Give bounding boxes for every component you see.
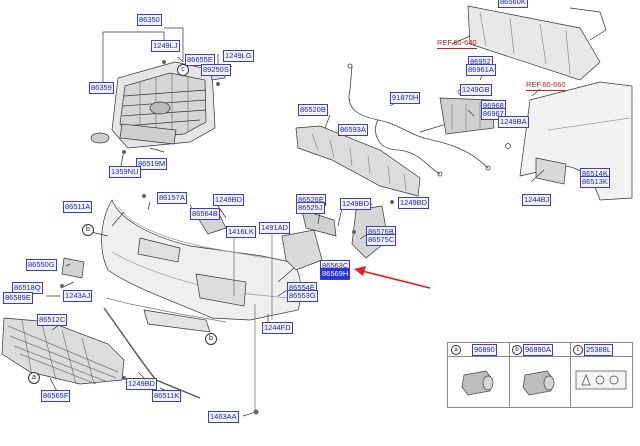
part-label-1249lj[interactable]: 1249LJ: [151, 40, 180, 52]
part-label-86593a[interactable]: 86593A: [338, 124, 368, 136]
legend-header-c: c 25388L: [570, 343, 632, 357]
part-label-1249bd-right[interactable]: 1249BD: [398, 197, 430, 209]
legend-header-b: b 96890A: [509, 343, 570, 357]
part-label-86565f[interactable]: 86565F: [41, 390, 71, 402]
part-label-1416lk[interactable]: 1416LK: [226, 226, 256, 238]
part-label-86359[interactable]: 86359: [89, 82, 114, 94]
callout-b-left: b: [82, 224, 94, 236]
part-label-89250s[interactable]: 89250S: [201, 64, 231, 76]
part-label-1249gb[interactable]: 1249GB: [460, 84, 492, 96]
part-label-86569h-highlighted[interactable]: 86569H: [320, 268, 351, 280]
energy-absorber: [295, 125, 421, 197]
legend-cell-c: c 25388L: [570, 343, 632, 407]
reference-60-660[interactable]: REF.60-660: [526, 80, 566, 91]
part-label-1249bd-bottom[interactable]: 1249BD: [126, 378, 158, 390]
reference-60-640[interactable]: REF.60-640: [437, 38, 477, 49]
part-label-86157a[interactable]: 86157A: [157, 192, 187, 204]
legend-part-96890[interactable]: 96890: [472, 344, 497, 356]
emblem: [90, 132, 110, 144]
part-label-1244bj[interactable]: 1244BJ: [522, 194, 552, 206]
sensor-icon-alt: [522, 370, 555, 396]
part-label-86511k[interactable]: 86511K: [152, 390, 182, 402]
legend-letter-a: a: [451, 345, 461, 355]
legend-letter-b: b: [512, 345, 522, 355]
part-label-86520b[interactable]: 86520B: [298, 104, 328, 116]
part-label-86575c[interactable]: 86575C: [366, 234, 397, 246]
part-label-1249bd-mid[interactable]: 1249BD: [340, 198, 372, 210]
part-label-1463aa[interactable]: 1463AA: [208, 411, 239, 423]
part-label-1244fd[interactable]: 1244FD: [262, 322, 293, 334]
part-label-1249ba[interactable]: 1249BA: [498, 116, 529, 128]
part-label-1249lg[interactable]: 1249LG: [223, 50, 254, 62]
part-label-1249bd-top[interactable]: 1249BD: [213, 194, 245, 206]
callout-a: a: [28, 372, 40, 384]
callout-b-bottom: b: [205, 333, 217, 345]
part-label-86655e[interactable]: 86655E: [185, 54, 215, 66]
front-fender: [519, 81, 633, 201]
lower-grille: [1, 317, 125, 385]
part-label-86961a[interactable]: 86961A: [466, 64, 496, 76]
upper-reinforcement: [467, 5, 607, 81]
part-label-86589e[interactable]: 86589E: [3, 292, 33, 304]
legend-cell-b: b 96890A: [509, 343, 571, 407]
part-label-86550g[interactable]: 86550G: [26, 259, 57, 271]
warning-label-icon: [575, 370, 627, 390]
part-label-86525j[interactable]: 86525J: [296, 202, 325, 214]
legend-table: a 96890 b 96890A c 25388L: [447, 342, 633, 408]
part-label-86519m[interactable]: 86519M: [136, 158, 168, 170]
part-label-86512c[interactable]: 86512C: [37, 314, 68, 326]
part-label-1359nu[interactable]: 1359NU: [109, 166, 141, 178]
part-label-1243aj[interactable]: 1243AJ: [63, 290, 93, 302]
part-label-86513k[interactable]: 86513K: [580, 176, 610, 188]
legend-part-25388l[interactable]: 25388L: [584, 344, 614, 356]
highlight-arrow: [354, 266, 431, 289]
part-label-86350[interactable]: 86350: [137, 14, 162, 26]
sensor-icon: [461, 370, 494, 396]
part-label-86564b[interactable]: 86564B: [190, 208, 220, 220]
part-label-86560k[interactable]: 86560K: [498, 0, 528, 8]
part-label-91870h[interactable]: 91870H: [390, 92, 421, 104]
legend-cell-a: a 96890: [448, 343, 510, 407]
callout-c: c: [177, 64, 189, 76]
bumper-cover: [101, 199, 302, 321]
legend-header-a: a 96890: [448, 343, 509, 357]
part-label-1491ad[interactable]: 1491AD: [259, 222, 291, 234]
part-label-86553g[interactable]: 86553G: [287, 290, 318, 302]
part-label-86511a[interactable]: 86511A: [63, 201, 93, 213]
legend-letter-c: c: [573, 345, 583, 355]
legend-part-96890a[interactable]: 96890A: [523, 344, 553, 356]
